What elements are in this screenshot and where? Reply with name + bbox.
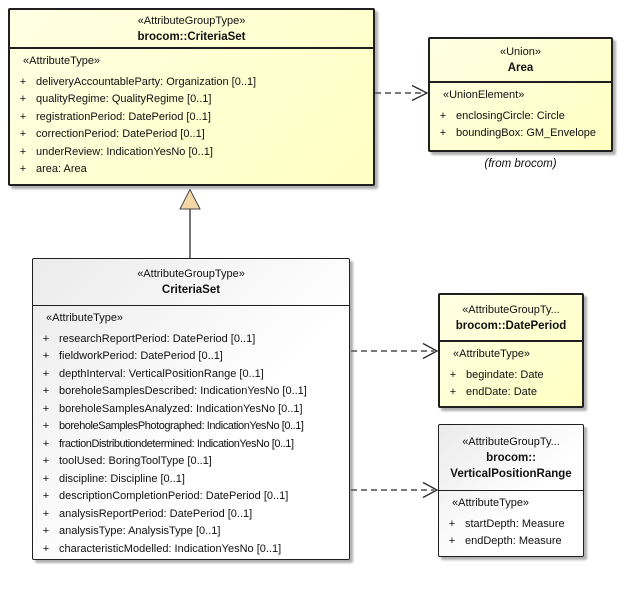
stereotype-label: «AttributeGroupType» [137, 268, 245, 280]
attributes-compartment: «AttributeType» +deliveryAccountablePart… [10, 49, 373, 179]
dependency-arrow-area [375, 84, 429, 102]
attribute-row: +begindate: Date [449, 368, 544, 381]
attribute-row: +boreholeSamplesAnalyzed: IndicationYesN… [42, 402, 303, 415]
attributes-compartment: «AttributeType» +begindate: Date +endDat… [440, 342, 582, 402]
attribute-row: +characteristicModelled: IndicationYesNo… [42, 542, 282, 555]
attribute-row: +area: Area [19, 163, 87, 175]
class-name: brocom::DatePeriod [455, 319, 567, 332]
class-name: VerticalPositionRange [450, 467, 572, 480]
attribute-row: +startDepth: Measure [448, 517, 565, 530]
attribute-row: +discipline: Discipline [0..1] [42, 472, 185, 485]
dependency-arrow-verticalpositionrange [351, 481, 439, 499]
attribute-row: +fieldworkPeriod: DatePeriod [0..1] [42, 350, 223, 362]
class-name: brocom::CriteriaSet [137, 30, 246, 43]
attribute-row: +analysisReportPeriod: DatePeriod [0..1] [42, 507, 253, 520]
class-box-brocom-dateperiod[interactable]: «AttributeGroupTy... brocom::DatePeriod … [438, 293, 584, 408]
class-header: «AttributeGroupTy... brocom:: VerticalPo… [439, 425, 583, 491]
class-name: CriteriaSet [161, 284, 221, 296]
class-name: Area [507, 62, 534, 74]
class-box-brocom-criteriaset[interactable]: «AttributeGroupType» brocom::CriteriaSet… [8, 8, 375, 186]
compartment-label: «AttributeType» [453, 348, 531, 360]
attribute-row: +enclosingCircle: Circle [439, 109, 565, 122]
attribute-row: +researchReportPeriod: DatePeriod [0..1] [42, 332, 256, 345]
generalization-arrow [179, 188, 201, 258]
attribute-row: +endDate: Date [449, 386, 537, 398]
attribute-row: +boreholeSamplesPhotographed: Indication… [42, 420, 304, 432]
attribute-row: +depthInterval: VerticalPositionRange [0… [42, 367, 264, 380]
attribute-row: +qualityRegime: QualityRegime [0..1] [19, 93, 212, 105]
dependency-arrow-dateperiod [351, 342, 439, 360]
class-header: «AttributeGroupType» CriteriaSet [33, 259, 349, 306]
class-header: «AttributeGroupType» brocom::CriteriaSet [10, 10, 373, 49]
attribute-row: +correctionPeriod: DatePeriod [0..1] [19, 128, 205, 140]
class-header: «Union» Area [430, 39, 611, 83]
attribute-row: +toolUsed: BoringToolType [0..1] [42, 455, 212, 467]
attribute-row: +descriptionCompletionPeriod: DatePeriod… [42, 490, 289, 502]
attribute-row: +endDepth: Measure [448, 535, 562, 547]
attributes-compartment: «UnionElement» +enclosingCircle: Circle … [430, 83, 611, 143]
stereotype-label: «Union» [500, 46, 541, 58]
attribute-row: +fractionDistributiondetermined: Indicat… [42, 437, 294, 450]
compartment-label: «UnionElement» [443, 89, 525, 101]
attribute-row: +underReview: IndicationYesNo [0..1] [19, 145, 213, 158]
attribute-row: +registrationPeriod: DatePeriod [0..1] [19, 110, 211, 123]
class-header: «AttributeGroupTy... brocom::DatePeriod [440, 295, 582, 342]
attributes-compartment: «AttributeType» +startDepth: Measure +en… [439, 491, 583, 551]
attribute-row: +boundingBox: GM_Envelope [439, 127, 597, 139]
stereotype-label: «AttributeGroupTy... [462, 303, 560, 316]
attribute-row: +deliveryAccountableParty: Organization … [19, 75, 257, 88]
attribute-row: +boreholeSamplesDescribed: IndicationYes… [42, 385, 307, 397]
stereotype-label: «AttributeGroupTy... [462, 435, 560, 448]
from-brocom-note: (from brocom) [484, 158, 557, 170]
compartment-label: «AttributeType» [452, 497, 530, 509]
stereotype-label: «AttributeGroupType» [137, 14, 246, 27]
class-box-area[interactable]: «Union» Area «UnionElement» +enclosingCi… [428, 37, 613, 152]
attributes-compartment: «AttributeType» +researchReportPeriod: D… [33, 306, 349, 558]
class-name: brocom:: [486, 451, 536, 464]
compartment-label: «AttributeType» [23, 55, 101, 67]
attribute-row: +analysisType: AnalysisType [0..1] [42, 525, 221, 537]
class-box-brocom-verticalpositionrange[interactable]: «AttributeGroupTy... brocom:: VerticalPo… [438, 424, 584, 557]
compartment-label: «AttributeType» [46, 312, 124, 324]
class-box-criteriaset[interactable]: «AttributeGroupType» CriteriaSet «Attrib… [32, 258, 350, 560]
